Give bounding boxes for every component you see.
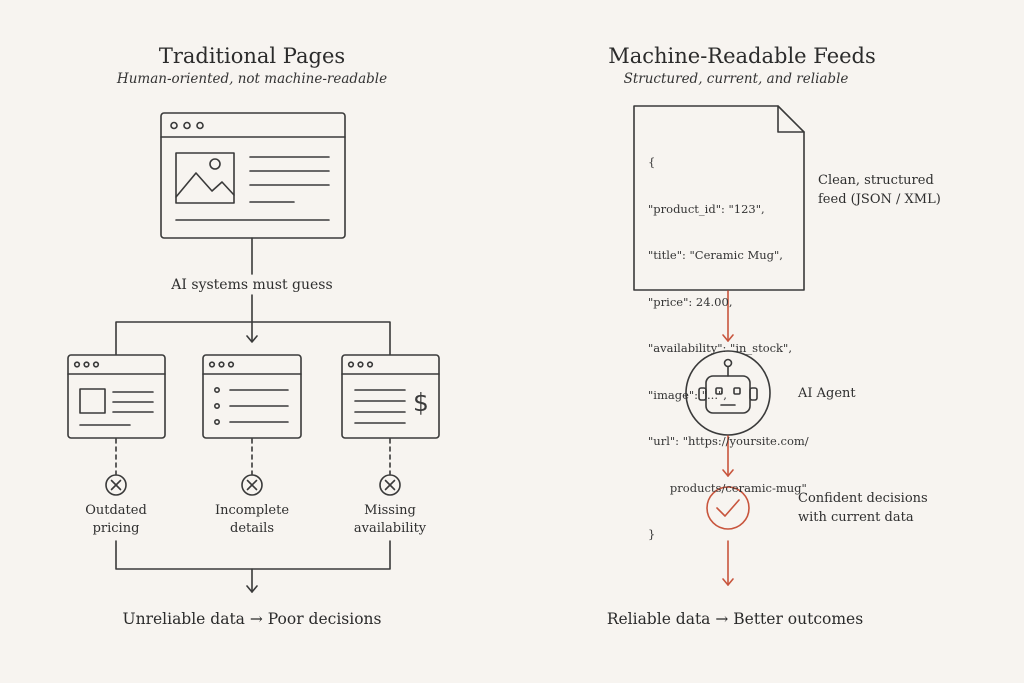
merge-connector (115, 540, 391, 570)
problem-label-outdated-pricing: Outdated pricing (85, 503, 147, 536)
x-circle-icon (105, 474, 127, 496)
feed-line: "availability": "in_stock", (648, 341, 792, 355)
feed-line: "url": "https://yoursite.com/ (648, 434, 809, 448)
feed-line: } (648, 527, 656, 541)
arrow-down-icon (246, 335, 258, 343)
feed-label: Clean, structured feed (JSON / XML) (818, 173, 941, 207)
small-browser-window-1-icon (67, 354, 166, 439)
arrow-down-icon (722, 469, 734, 477)
arrow-down-icon (722, 578, 734, 586)
json-document-icon (633, 105, 805, 291)
small-browser-window-2-icon (202, 354, 302, 439)
right-title: Machine-Readable Feeds (608, 44, 876, 68)
branch-connector (115, 321, 391, 355)
x-circle-icon (241, 474, 263, 496)
robot-icon (685, 350, 771, 436)
x-circle-icon (379, 474, 401, 496)
left-subtitle: Human-oriented, not machine-readable (116, 71, 388, 87)
feed-line: { (648, 155, 656, 169)
feed-line: "image": "...", (648, 387, 727, 402)
check-circle-icon (706, 486, 750, 530)
arrow-down-icon (722, 334, 734, 342)
feed-line: "price": 24.00, (648, 294, 733, 309)
left-footer: Unreliable data → Poor decisions (122, 610, 382, 628)
right-subtitle: Structured, current, and reliable (623, 71, 849, 87)
image-placeholder-icon (175, 152, 235, 204)
main-browser-window-icon (160, 112, 346, 239)
arrow-down-icon (246, 585, 258, 593)
right-footer: Reliable data → Better outcomes (606, 610, 864, 628)
dollar-icon: $ (413, 388, 429, 417)
decision-label: Confident decisions with current data (798, 491, 928, 525)
left-title: Traditional Pages (158, 44, 346, 68)
feed-code: { "product_id": "123", "title": "Ceramic… (648, 124, 809, 574)
agent-label: AI Agent (798, 386, 856, 401)
problem-label-incomplete-details: Incomplete details (214, 503, 290, 536)
feed-line: products/ceramic-mug" (648, 480, 807, 495)
feed-line: "title": "Ceramic Mug", (648, 248, 783, 262)
problem-label-missing-availability: Missing availability (353, 503, 427, 536)
feed-line: "product_id": "123", (648, 201, 765, 216)
small-browser-window-3-icon (341, 354, 440, 439)
guess-label: AI systems must guess (171, 277, 333, 293)
